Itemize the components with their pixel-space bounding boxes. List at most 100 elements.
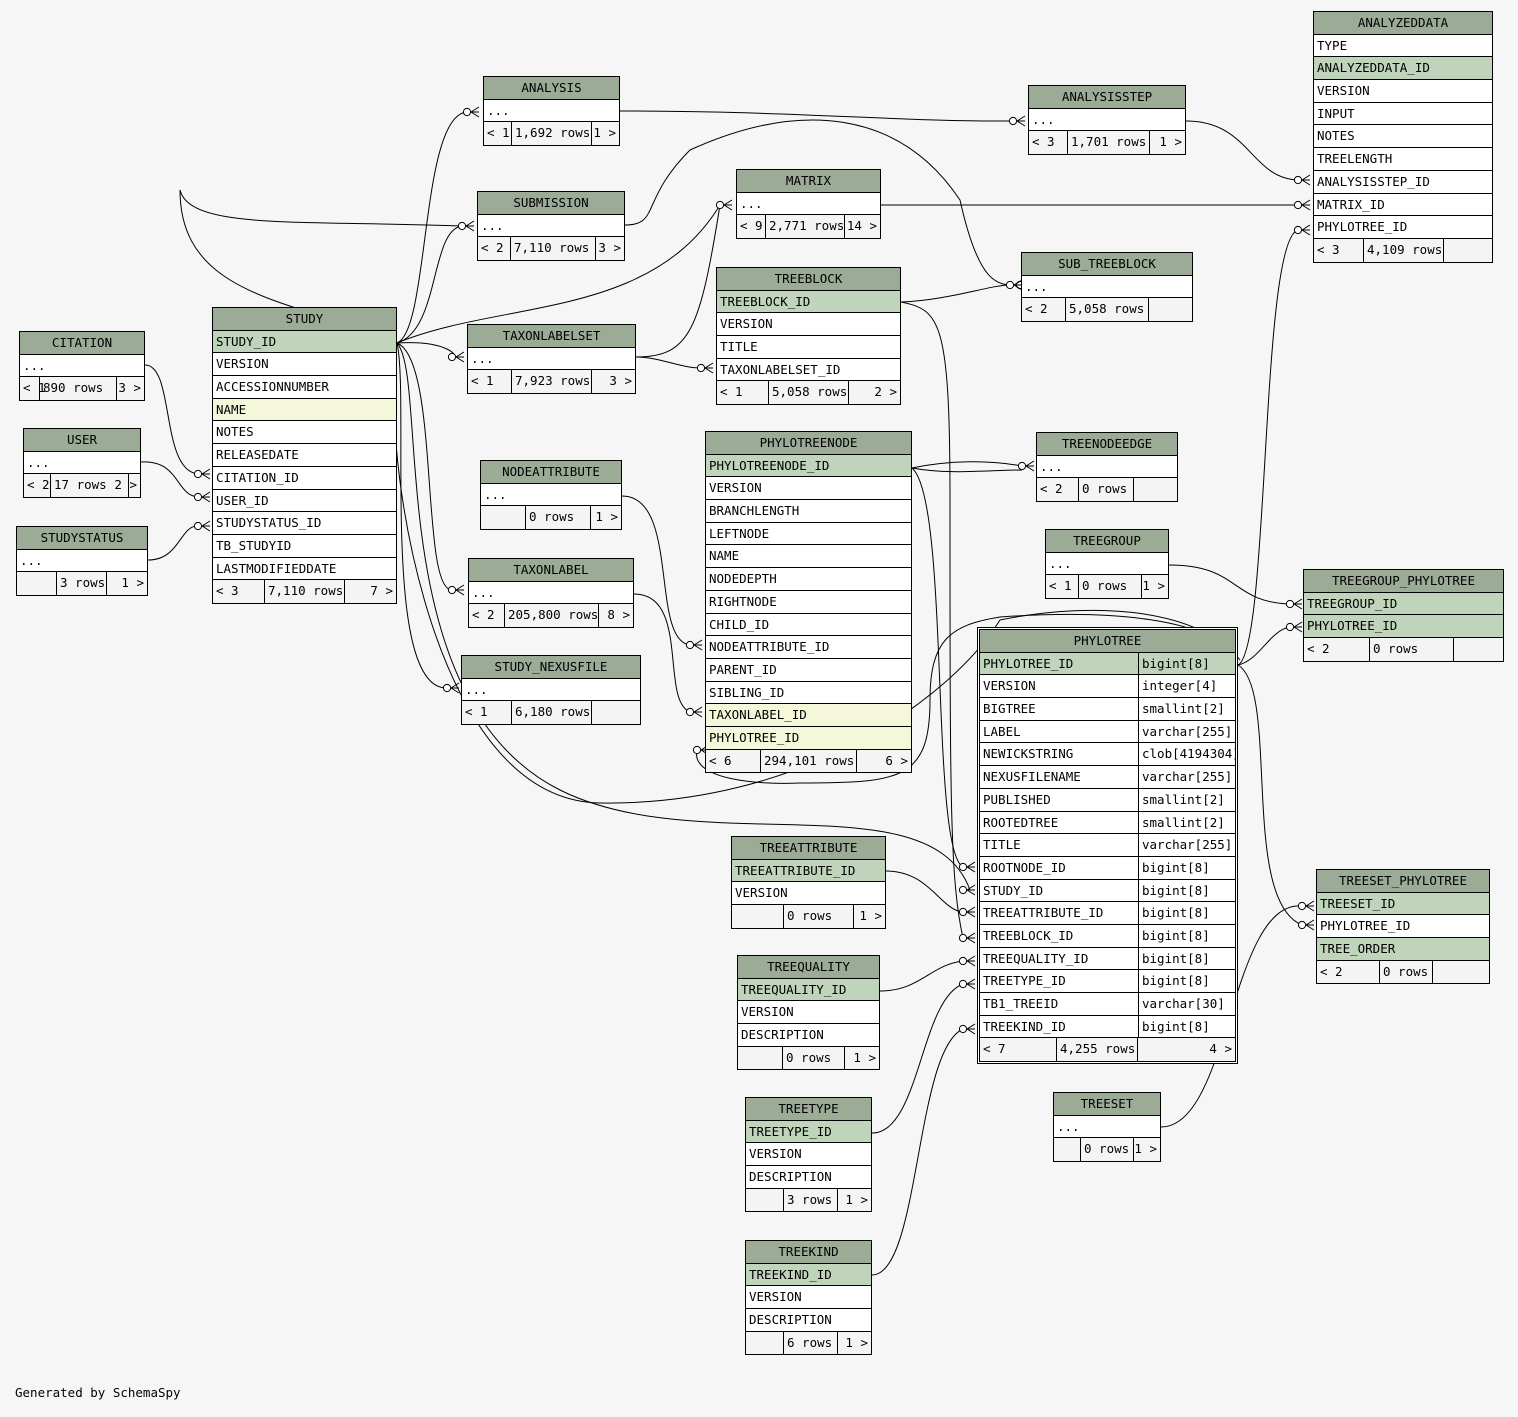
table-header[interactable]: TAXONLABELSET bbox=[468, 325, 635, 348]
column-row[interactable]: TREETYPE_ID bbox=[746, 1120, 871, 1144]
column-row[interactable]: USER_ID bbox=[213, 489, 396, 513]
column-row[interactable]: ... bbox=[1022, 275, 1192, 299]
column-row[interactable]: ... bbox=[469, 581, 633, 605]
column-row[interactable]: DESCRIPTION bbox=[738, 1024, 879, 1047]
column-row[interactable]: SIBLING_ID bbox=[706, 681, 911, 705]
parents-link[interactable]: < 3 bbox=[216, 583, 239, 599]
column-row[interactable]: ... bbox=[1046, 552, 1168, 576]
column-row[interactable]: TREEATTRIBUTE_ID bbox=[732, 859, 885, 883]
table-header[interactable]: TREESET_PHYLOTREE bbox=[1317, 870, 1489, 893]
children-link[interactable]: 1 > bbox=[121, 575, 144, 591]
table-header[interactable]: ANALYSISSTEP bbox=[1029, 86, 1185, 109]
column-row[interactable]: TREELENGTH bbox=[1314, 148, 1492, 171]
parents-link[interactable]: < 2 bbox=[1025, 301, 1048, 317]
children-link[interactable]: 1 > bbox=[1142, 578, 1165, 594]
children-link[interactable]: 8 > bbox=[607, 607, 630, 623]
column-row[interactable]: ... bbox=[17, 549, 147, 573]
column-row[interactable]: NODEATTRIBUTE_ID bbox=[706, 636, 911, 659]
parents-link[interactable]: < 3 bbox=[1032, 134, 1055, 150]
parents-link[interactable]: < 2 bbox=[481, 240, 504, 256]
children-link[interactable]: 4 > bbox=[1209, 1041, 1232, 1057]
children-link[interactable]: 1 > bbox=[1134, 1141, 1157, 1157]
parents-link[interactable]: < 2 bbox=[27, 477, 50, 493]
children-link[interactable]: 3 > bbox=[118, 380, 141, 396]
column-row[interactable]: TB_STUDYID bbox=[213, 534, 396, 558]
children-link[interactable]: 6 > bbox=[885, 752, 908, 768]
column-row[interactable]: ANALYZEDDATA_ID bbox=[1314, 57, 1492, 81]
column-row[interactable]: NAME bbox=[706, 545, 911, 569]
parents-link[interactable]: < 2 bbox=[1040, 481, 1063, 497]
column-row[interactable]: CITATION_ID bbox=[213, 466, 396, 490]
column-row[interactable]: TREE_ORDER bbox=[1317, 938, 1489, 961]
column-row[interactable]: ... bbox=[20, 354, 144, 378]
column-row[interactable]: STUDYSTATUS_ID bbox=[213, 512, 396, 535]
table-header[interactable]: TREEQUALITY bbox=[738, 956, 879, 979]
column-row[interactable]: TREEBLOCK_ID bbox=[717, 290, 900, 314]
table-header[interactable]: USER bbox=[24, 429, 140, 452]
parents-link[interactable]: < 1 bbox=[1049, 578, 1072, 594]
table-header[interactable]: STUDY bbox=[213, 308, 396, 331]
children-link[interactable]: 1 > bbox=[1159, 134, 1182, 150]
parents-link[interactable]: < 1 bbox=[23, 380, 46, 396]
table-header[interactable]: TREEATTRIBUTE bbox=[732, 837, 885, 860]
table-header[interactable]: SUBMISSION bbox=[478, 192, 624, 215]
column-row[interactable]: INPUT bbox=[1314, 102, 1492, 126]
column-row[interactable]: NOTES bbox=[1314, 125, 1492, 149]
column-row[interactable]: ... bbox=[468, 347, 635, 371]
column-row[interactable]: DESCRIPTION bbox=[746, 1309, 871, 1332]
children-link[interactable]: 1 > bbox=[853, 1049, 876, 1065]
table-header[interactable]: SUB_TREEBLOCK bbox=[1022, 253, 1192, 276]
column-row[interactable]: TREEQUALITY_ID bbox=[738, 978, 879, 1002]
column-row[interactable]: ... bbox=[1054, 1115, 1160, 1139]
parents-link[interactable]: < 2 bbox=[1307, 641, 1330, 657]
column-row[interactable]: NAME bbox=[213, 398, 396, 422]
table-header[interactable]: STUDYSTATUS bbox=[17, 527, 147, 550]
column-row[interactable]: ... bbox=[1037, 455, 1177, 479]
children-link[interactable]: 2 > bbox=[114, 477, 137, 493]
children-link[interactable]: 1 > bbox=[593, 125, 616, 141]
parents-link[interactable]: < 1 bbox=[487, 125, 510, 141]
parents-link[interactable]: < 1 bbox=[471, 373, 494, 389]
parents-link[interactable]: < 9 bbox=[740, 218, 763, 234]
column-row[interactable]: TAXONLABELSET_ID bbox=[717, 358, 900, 382]
table-header[interactable]: STUDY_NEXUSFILE bbox=[462, 656, 640, 679]
table-header[interactable]: TREEKIND bbox=[746, 1241, 871, 1264]
column-row[interactable]: PHYLOTREE_ID bbox=[1304, 615, 1503, 639]
parents-link[interactable]: < 3 bbox=[1317, 241, 1340, 257]
column-row[interactable]: RELEASEDATE bbox=[213, 444, 396, 467]
column-row[interactable]: PHYLOTREE_ID bbox=[706, 726, 911, 750]
table-header[interactable]: TREESET bbox=[1054, 1093, 1160, 1116]
